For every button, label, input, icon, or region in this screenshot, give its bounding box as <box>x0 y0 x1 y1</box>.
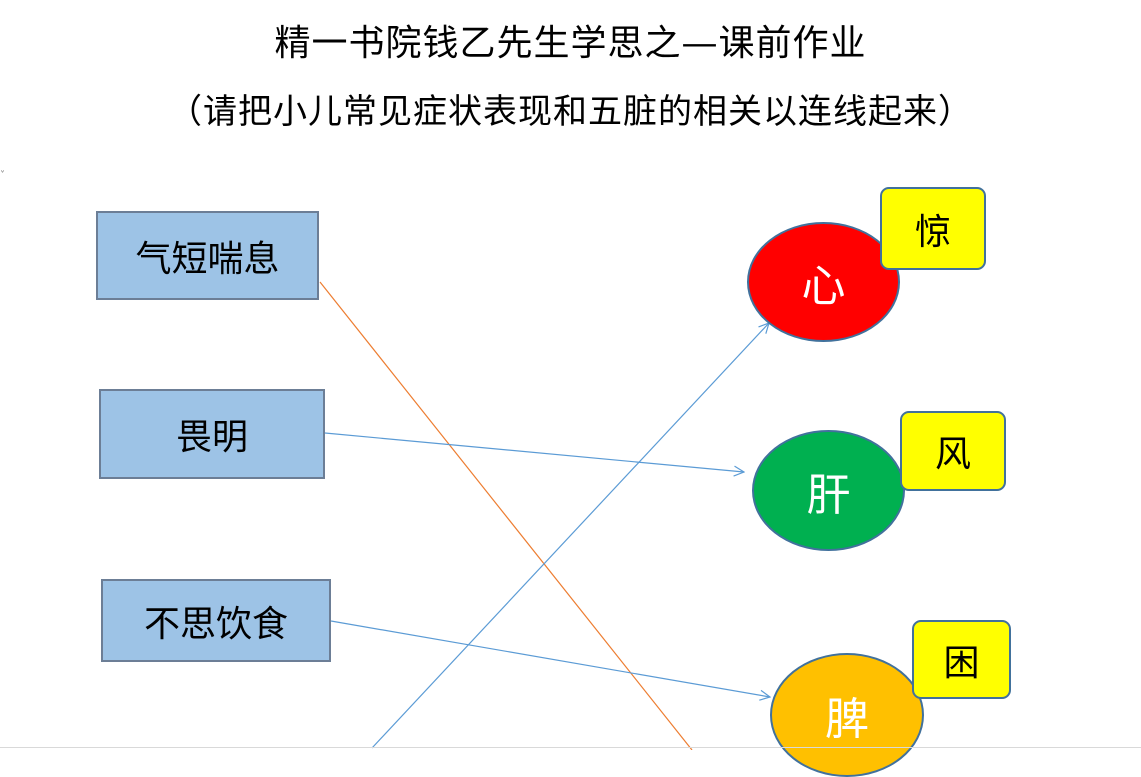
organ-circle-spleen[interactable]: 脾 <box>770 653 924 777</box>
tag-label: 惊 <box>914 211 951 253</box>
connector-arrow-to-heart <box>371 323 769 749</box>
symptom-box-photophobia[interactable]: 畏明 <box>99 389 325 479</box>
connector-arrow-to-spleen <box>330 620 770 697</box>
organ-tag-liver[interactable]: 风 <box>900 411 1006 491</box>
connector-canvas <box>319 281 1141 750</box>
organ-label: 脾 <box>825 694 869 745</box>
page-subtitle: （请把小儿常见症状表现和五脏的相关以连线起来） <box>168 92 973 132</box>
tag-label: 风 <box>934 434 971 475</box>
organ-label: 肝 <box>806 469 851 521</box>
symptom-box-shortness-of-breath[interactable]: 气短喘息 <box>96 211 319 300</box>
organ-circle-liver[interactable]: 肝 <box>752 430 905 551</box>
organ-circle-heart[interactable]: 心 <box>747 222 900 342</box>
tag-label: 困 <box>943 642 980 684</box>
slide-bottom-border <box>0 747 1141 748</box>
symptom-label: 气短喘息 <box>135 238 280 280</box>
organ-tag-spleen[interactable]: 困 <box>912 620 1011 699</box>
organ-label: 心 <box>801 261 846 312</box>
connector-arrow-to-liver <box>324 432 744 472</box>
symptom-label: 不思饮食 <box>143 603 288 645</box>
connector-orange-line <box>319 281 693 750</box>
page-title: 精一书院钱乙先生学思之—课前作业 <box>274 23 867 64</box>
symptom-box-loss-of-appetite[interactable]: 不思饮食 <box>101 579 331 662</box>
slide-marker-icon: ˅ <box>0 170 5 181</box>
organ-tag-heart[interactable]: 惊 <box>880 187 986 270</box>
symptom-label: 畏明 <box>175 417 248 458</box>
